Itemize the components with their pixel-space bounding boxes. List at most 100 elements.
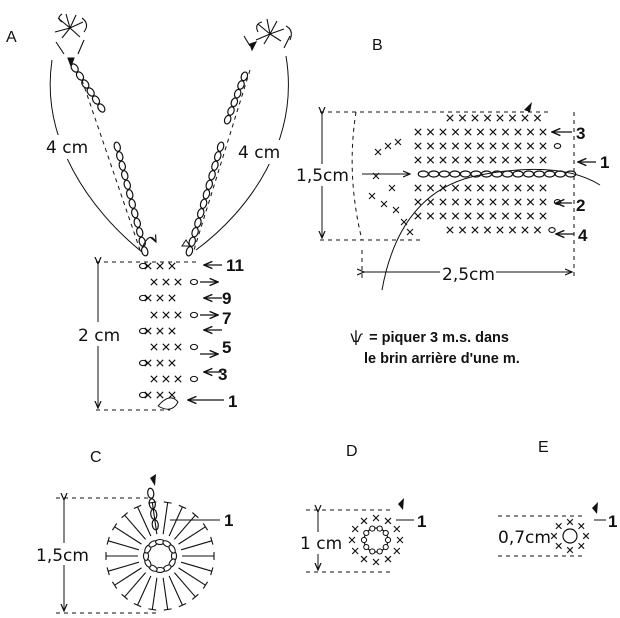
stitch-mark	[372, 558, 380, 566]
stitch-mark	[174, 375, 182, 383]
chain-stitch	[133, 217, 141, 228]
stitch-mark	[514, 212, 522, 220]
legend-text-2: le brin arrière d'une m.	[364, 351, 520, 367]
chain-stitch	[227, 106, 235, 116]
stitch-mark	[464, 142, 472, 150]
stitch-mark	[539, 142, 547, 150]
stitch-mark	[566, 546, 574, 554]
stitch-mark	[446, 226, 454, 234]
chain-stitch	[417, 170, 429, 178]
d-ring-chain	[360, 536, 368, 544]
c-treble-top	[133, 602, 142, 608]
stitch-legend: ѱ= piquer 3 m.s. dans le brin arrière d'…	[350, 327, 610, 370]
stitch-mark	[439, 198, 447, 206]
c-dim-label: 1,5cm	[36, 546, 89, 566]
b-row-label-4: 4	[578, 226, 588, 245]
stitch-mark	[533, 226, 542, 234]
stitch-mark	[400, 218, 408, 226]
c-treble-top	[210, 536, 214, 545]
stitch-mark	[578, 522, 585, 530]
e-row-label-1: 1	[608, 512, 617, 531]
stitch-mark	[483, 114, 492, 122]
d-ring-chain	[382, 529, 389, 537]
stitch-mark	[514, 128, 522, 136]
c-treble-stitch	[114, 567, 142, 586]
stitch-mark	[555, 542, 562, 550]
stitch-mark	[351, 547, 359, 555]
stitch-mark	[394, 138, 402, 146]
chain-stitch	[131, 208, 139, 219]
b-curve	[381, 168, 601, 291]
c-treble-top	[133, 504, 142, 510]
stitch-mark	[162, 311, 170, 319]
stitch-mark	[483, 226, 492, 234]
chain-left	[70, 63, 149, 257]
stitch-mark	[162, 278, 170, 286]
c-treble-top	[191, 512, 199, 519]
c-treble-stitch	[162, 502, 169, 535]
chain-stitch	[128, 198, 136, 209]
stitch-mark	[138, 359, 148, 367]
stitch-mark	[476, 184, 485, 192]
chain-stitch	[97, 103, 106, 113]
c-treble-top	[202, 523, 209, 531]
c-row-label-1: 1	[224, 511, 233, 530]
flower-tip-right	[243, 18, 292, 52]
stitch-mark	[368, 192, 376, 200]
c-treble-top	[106, 567, 110, 576]
chain-stitch	[151, 519, 159, 531]
stitch-mark	[162, 375, 170, 383]
chain-stitch	[211, 160, 219, 171]
stitch-mark	[392, 206, 400, 214]
panel-e: E 0,7cm 1	[496, 439, 617, 557]
stitch-mark	[566, 518, 574, 526]
dim-right-bg	[234, 140, 290, 164]
c-treble-top	[178, 602, 187, 608]
stitch-mark	[168, 262, 176, 270]
c-treble-stitch	[180, 540, 212, 551]
start-loop	[157, 397, 179, 410]
d-row-label-1: 1	[417, 512, 426, 531]
d-ring-chain	[363, 543, 370, 551]
stitch-mark	[156, 327, 164, 335]
stitch-mark	[508, 114, 517, 122]
stitch-mark	[489, 128, 497, 136]
c-treble-stitch	[180, 561, 212, 572]
panel-e-letter: E	[538, 439, 549, 456]
c-treble-stitch	[151, 577, 158, 610]
stitch-mark	[451, 184, 460, 192]
c-treble-stitch	[173, 572, 196, 598]
stitch-mark	[138, 391, 148, 399]
stitch-mark	[396, 536, 404, 544]
d-ring-chain	[384, 536, 392, 544]
chain-stitch	[123, 179, 131, 190]
dim-right-label: 4 cm	[238, 143, 280, 163]
stitch-mark	[508, 226, 517, 234]
stitch-mark	[189, 343, 199, 351]
chain-guide-left	[81, 79, 141, 251]
chain-stitch	[116, 151, 124, 162]
c-treble-stitch	[114, 526, 142, 545]
stitch-mark	[514, 198, 522, 206]
dim-left-bg	[42, 135, 98, 159]
stitch-mark	[168, 391, 176, 399]
stitch-mark	[458, 114, 467, 122]
stitch-mark	[138, 262, 148, 270]
stitch-mark	[489, 212, 497, 220]
chain-stitch	[501, 170, 514, 178]
c-treble-stitch	[162, 577, 169, 610]
chain-stitch	[202, 189, 211, 200]
legend-symbol: ѱ	[350, 328, 364, 346]
b-row-label-1: 1	[600, 153, 609, 172]
b-chain	[417, 170, 577, 178]
chain-stitch	[522, 170, 535, 178]
stitch-mark	[471, 114, 479, 122]
stitch-mark	[553, 143, 562, 149]
d-ring-chain	[369, 525, 376, 532]
stitch-mark	[426, 156, 435, 164]
stitch-mark	[464, 156, 472, 164]
c-treble-stitch	[124, 514, 147, 540]
e-center-ring	[562, 528, 578, 544]
chain-stitch	[205, 179, 214, 190]
